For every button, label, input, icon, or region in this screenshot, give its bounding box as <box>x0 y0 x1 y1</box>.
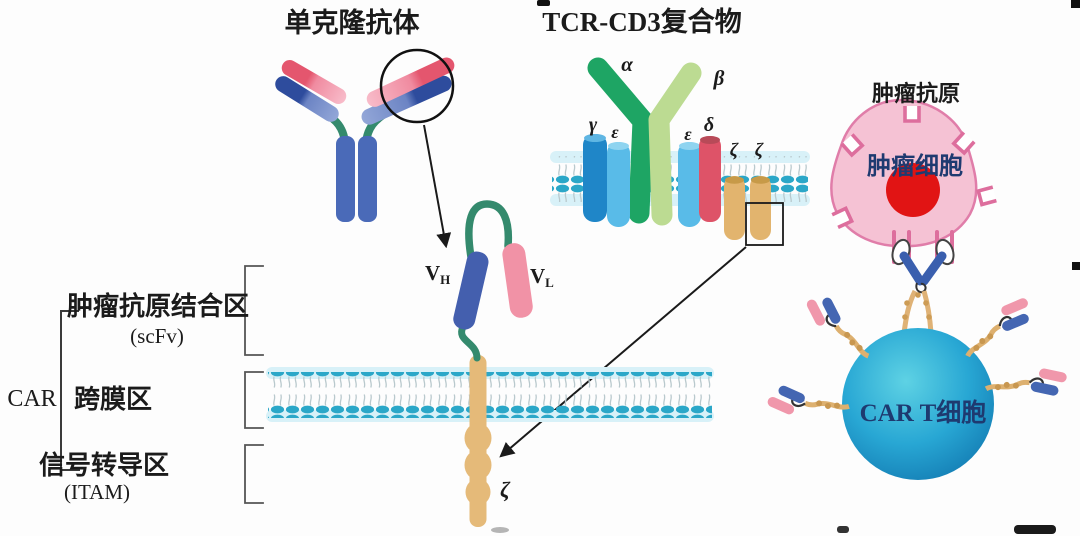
car-region-annotations: CAR 肿瘤抗原结合区 (scFv) 跨膜区 信号转导区 (ITAM) <box>7 265 264 504</box>
car-brace <box>60 310 80 471</box>
itam-bead-3 <box>465 478 491 506</box>
zoom-circle <box>379 48 455 124</box>
scfv-vl-domain <box>502 243 533 318</box>
car-membrane <box>268 372 712 418</box>
edge-artifacts <box>491 0 1080 534</box>
tumor-cell-nucleus <box>886 163 940 217</box>
label-tumor-cell: 肿瘤细胞 <box>867 152 963 180</box>
heavy-chain-stem-left <box>336 136 355 222</box>
title-tcr-cd3-complex: TCR-CD3复合物 <box>542 6 742 37</box>
scfv-loop <box>465 200 513 261</box>
tcr-cd3-illustration: α β γ ε ε δ ζ ζ <box>499 52 810 458</box>
itam-bead-1 <box>464 423 492 453</box>
cd3-epsilon-left-cylinder <box>607 142 630 227</box>
car-t-cell-illustration: CAR T细胞 <box>765 287 1070 480</box>
tumor-antigen-receptor <box>903 104 921 123</box>
cd3-delta-cap <box>700 136 720 144</box>
bound-car-hook <box>915 282 927 294</box>
title-monoclonal-antibody: 单克隆抗体 <box>285 7 421 38</box>
car-antigen-binding-interface <box>891 230 955 334</box>
artifact-mark <box>1072 262 1080 270</box>
right-arm-light <box>366 57 455 107</box>
artifact-mark <box>1071 0 1080 8</box>
cd3-gamma-cap <box>584 134 606 142</box>
label-car-t-cell: CAR T细胞 <box>860 398 987 427</box>
scfv-vh-domain <box>453 251 489 330</box>
label-car: CAR <box>7 386 56 412</box>
transmembrane-bracket <box>244 371 264 429</box>
stalk-bead <box>915 292 921 298</box>
label-epsilon-right: ε <box>684 124 692 144</box>
label-alpha: α <box>621 52 633 76</box>
label-epsilon-left: ε <box>611 122 619 142</box>
label-zeta-right: ζ <box>755 140 764 161</box>
monoclonal-antibody-illustration <box>275 48 455 249</box>
label-gamma: γ <box>589 114 598 136</box>
cd3-delta-cylinder <box>699 136 721 222</box>
left-arm-heavy <box>275 76 339 122</box>
stalk-bead <box>923 300 929 306</box>
label-zeta-left: ζ <box>730 140 739 161</box>
car-structure-illustration: VH VL ζ <box>266 200 714 527</box>
left-arm-light <box>281 60 347 104</box>
label-antigen-binding-region: 肿瘤抗原结合区 <box>67 291 249 321</box>
label-signaling-region: 信号转导区 <box>39 451 169 480</box>
label-transmembrane-region: 跨膜区 <box>74 385 152 414</box>
zeta-highlight-box <box>745 202 784 246</box>
stalk-bead <box>904 300 910 306</box>
arrow-antibody-to-scfv <box>423 124 452 249</box>
scfv-linker <box>458 323 481 362</box>
stalk-bead <box>926 314 932 320</box>
zeta-right-cylinder <box>750 176 771 240</box>
right-arm-heavy <box>361 75 452 125</box>
car-t-cell-body <box>842 328 994 480</box>
zeta-right-cap <box>751 176 770 184</box>
label-vl: VL <box>530 264 554 290</box>
zeta-left-cylinder <box>724 176 745 240</box>
heavy-chain-stem-right <box>358 136 377 222</box>
scfv-bracket <box>244 265 264 356</box>
tumor-cell-illustration: 肿瘤抗原 肿瘤细胞 <box>830 81 999 248</box>
zeta-left-cap <box>725 176 744 184</box>
cd3-epsilon-left-cap <box>608 142 629 150</box>
bound-scfv-arm-right <box>919 251 947 286</box>
bound-scfv-arm-left <box>899 251 925 286</box>
label-delta: δ <box>704 114 714 136</box>
artifact-mark <box>491 527 509 533</box>
label-scfv: (scFv) <box>130 324 184 348</box>
cd3-epsilon-right-cap <box>679 142 700 150</box>
cd3-gamma-cylinder <box>583 134 607 222</box>
artifact-mark <box>837 526 849 533</box>
itam-bead-2 <box>464 450 492 480</box>
label-tumor-antigen: 肿瘤抗原 <box>872 81 960 106</box>
stalk-bead <box>902 314 908 320</box>
cd3-epsilon-right-cylinder <box>678 142 701 227</box>
signaling-bracket <box>244 444 264 504</box>
tcr-beta-chain <box>648 62 702 226</box>
label-zeta-chain: ζ <box>500 477 511 502</box>
label-itam: (ITAM) <box>64 480 130 504</box>
label-vh: VH <box>425 261 450 287</box>
artifact-mark <box>1014 525 1056 534</box>
artifact-mark <box>537 0 550 6</box>
label-beta: β <box>713 66 725 90</box>
tcr-alpha-chain <box>587 57 654 224</box>
